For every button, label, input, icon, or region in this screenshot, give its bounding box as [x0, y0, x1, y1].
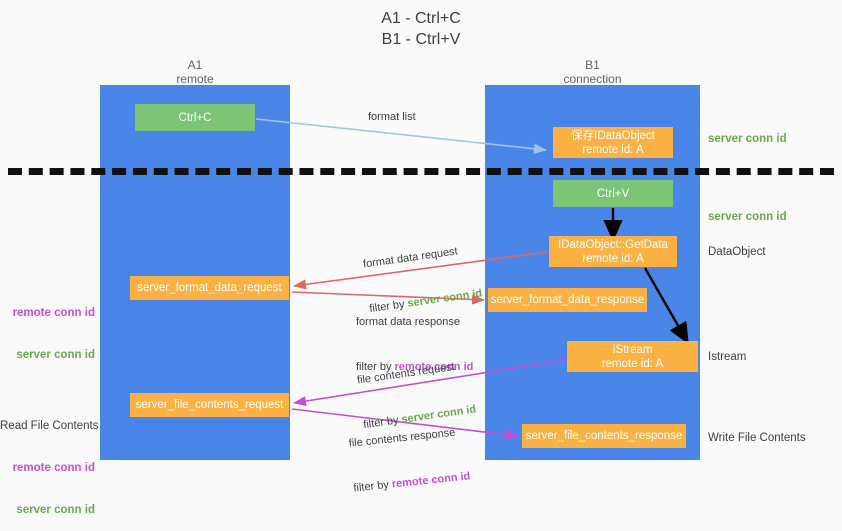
filter-key-remote-conn-id: remote conn id: [394, 361, 474, 373]
lane-a1-header: A1 remote: [176, 58, 214, 86]
note-read-file-contents: Read File Contents: [0, 420, 99, 432]
box-ctrl-c[interactable]: Ctrl+C: [135, 104, 255, 131]
note-remote-conn-id: remote conn id: [12, 307, 95, 319]
note-server-conn-id: server conn id: [16, 504, 95, 516]
edge-label-format-data-response: format data response filter by remote co…: [356, 285, 473, 390]
note-remote-conn-id: remote conn id: [12, 462, 95, 474]
box-server-file-contents-response-label: server_file_contents_response: [525, 430, 683, 442]
filter-key-remote-conn-id: remote conn id: [391, 470, 471, 491]
box-server-file-contents-request-label: server_file_contents_request: [135, 399, 284, 411]
box-ctrl-c-label: Ctrl+C: [178, 111, 212, 124]
phase-divider: [8, 168, 834, 175]
edge-label-format-list: format list: [368, 111, 416, 123]
box-server-format-data-request-label: server_format_data_request: [137, 282, 282, 294]
note-server-conn-id-mid: server conn id: [708, 211, 787, 223]
box-ctrl-v[interactable]: Ctrl+V: [553, 180, 673, 207]
arrow-file-contents-response: [291, 408, 519, 440]
box-save-idataobject[interactable]: 保存IDataObject remote id: A: [553, 127, 673, 158]
box-server-format-data-response[interactable]: server_format_data_response: [488, 288, 647, 312]
box-server-format-data-response-label: server_format_data_response: [490, 294, 645, 306]
lane-b1-header: B1 connection: [563, 58, 622, 86]
box-server-file-contents-request[interactable]: server_file_contents_request: [130, 393, 289, 417]
box-istream-sub: remote id: A: [601, 357, 664, 370]
arrow-getdata-to-istream: [643, 267, 689, 345]
edge-label-format-data-response-line2: filter by remote conn id: [356, 360, 473, 375]
edge-label-format-data-request-line1: format data request: [362, 245, 459, 271]
arrow-format-data-response: [291, 291, 485, 305]
note-read-file-contents-group: Read File Contents remote conn id server…: [0, 391, 99, 531]
box-server-format-data-request[interactable]: server_format_data_request: [130, 276, 289, 300]
edge-label-file-contents-response: file contents response filter by remote …: [345, 395, 473, 512]
box-idataobject-getdata-sub: remote id: A: [582, 252, 644, 265]
box-istream-label: IStream: [612, 343, 653, 356]
box-save-idataobject-label: 保存IDataObject: [571, 129, 655, 142]
page-title: A1 - Ctrl+C B1 - Ctrl+V: [381, 10, 461, 48]
note-server-conn-id: server conn id: [16, 349, 95, 361]
edge-label-format-data-response-line1: format data response: [356, 316, 460, 328]
note-write-file-contents: Write File Contents: [708, 432, 806, 444]
filter-by-prefix: filter by: [356, 361, 395, 373]
box-idataobject-getdata-label: IDataObject::GetData: [558, 238, 668, 251]
arrow-format-data-request: [293, 251, 548, 290]
note-dataobject: DataObject: [708, 246, 766, 258]
arrow-format-list: [255, 118, 547, 154]
box-server-file-contents-response[interactable]: server_file_contents_response: [522, 424, 686, 448]
box-ctrl-v-label: Ctrl+V: [596, 187, 630, 200]
note-server-conn-id-top: server conn id: [708, 133, 787, 145]
box-idataobject-getdata[interactable]: IDataObject::GetData remote id: A: [549, 236, 677, 267]
edge-label-file-contents-response-line2: filter by remote conn id: [353, 469, 471, 496]
filter-by-prefix: filter by: [352, 478, 393, 495]
arrow-file-contents-request: [293, 359, 566, 407]
note-conn-ids-upper: remote conn id server conn id: [0, 278, 95, 376]
edge-label-file-contents-request-line1: file contents request: [356, 360, 456, 387]
box-save-idataobject-sub: remote id: A: [582, 143, 644, 156]
edge-label-file-contents-response-line1: file contents response: [348, 426, 456, 450]
box-istream[interactable]: IStream remote id: A: [567, 341, 698, 372]
note-istream: Istream: [708, 351, 747, 363]
